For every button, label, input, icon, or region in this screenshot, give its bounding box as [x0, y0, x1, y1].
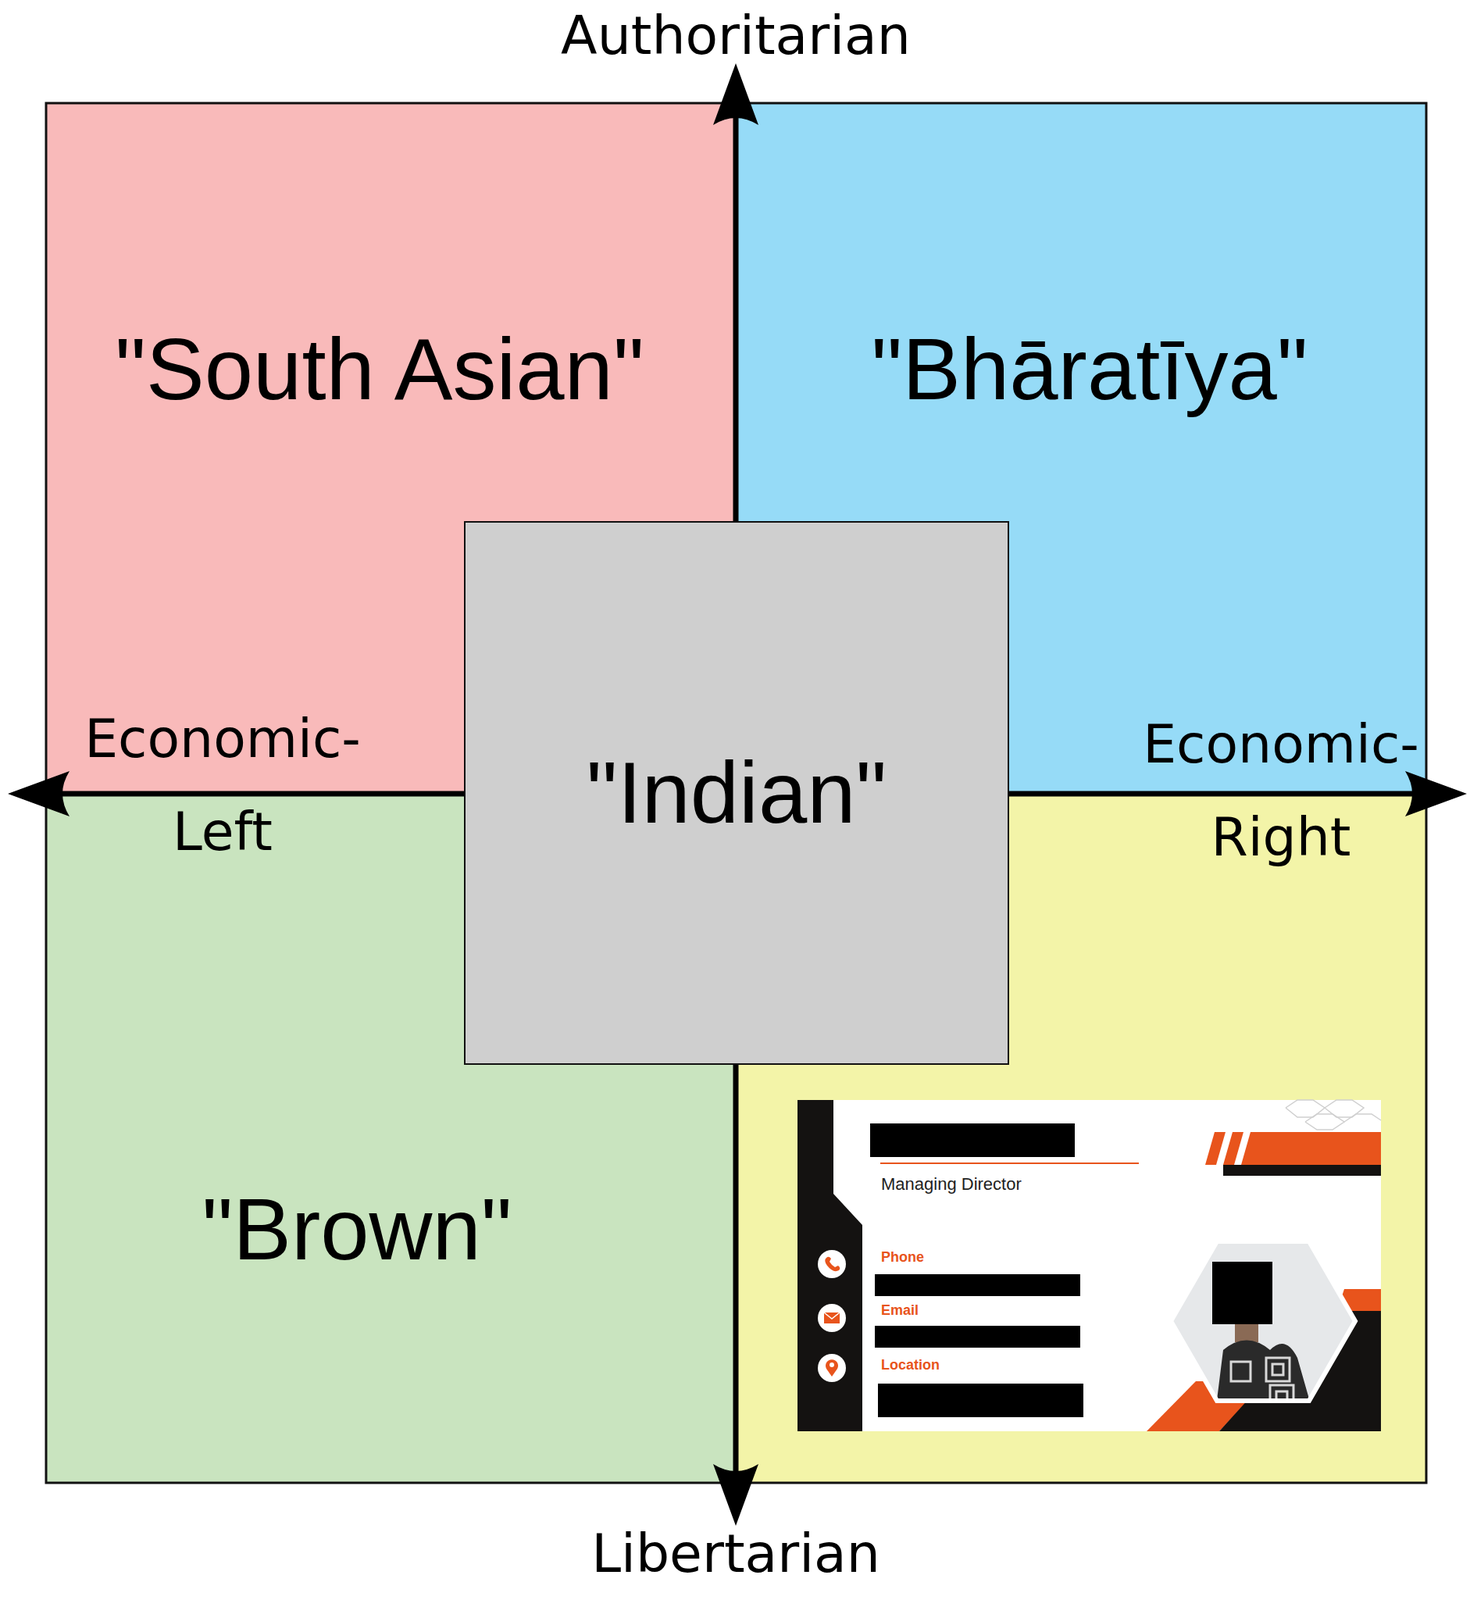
portrait [1164, 1232, 1368, 1413]
email-icon [817, 1303, 846, 1332]
portrait-ground [1164, 1232, 1368, 1413]
node-text: "Indian" [586, 742, 888, 844]
orange-stripe [1223, 1131, 1244, 1165]
node-text: "Bhāratīya" [871, 319, 1309, 421]
field-label: Phone [881, 1248, 925, 1267]
axis-label: Libertarian [591, 1521, 881, 1586]
business-card [797, 1099, 1381, 1431]
job-title: Managing Director [881, 1173, 1022, 1195]
black-band [1223, 1164, 1381, 1176]
quadrant-label: "Bhāratīya" [856, 311, 1324, 429]
portrait-frame [1170, 1241, 1356, 1401]
location-icon [817, 1353, 846, 1382]
pattern-square [1266, 1357, 1290, 1381]
orange-stripe [1205, 1131, 1226, 1165]
contact-icons [817, 1249, 846, 1382]
email-glyph [824, 1312, 840, 1324]
center-box: "Indian" [463, 520, 1010, 1065]
face-redaction [1212, 1261, 1273, 1324]
axis-label: Authoritarian [560, 3, 911, 68]
redaction-bar [874, 1273, 1081, 1296]
card-ground [797, 1099, 1381, 1431]
field-label: Location [881, 1356, 940, 1374]
field-label: Email [881, 1302, 919, 1320]
arrow-head [7, 770, 70, 817]
phone-glyph [824, 1256, 840, 1271]
arrow-head [713, 63, 759, 125]
quadrant-label: "South Asian" [99, 311, 661, 429]
card-side-bar [797, 1099, 863, 1431]
phone-icon [817, 1249, 846, 1278]
hex-cell [1305, 1113, 1345, 1130]
redaction-bar [874, 1325, 1081, 1348]
redaction-bar [870, 1123, 1075, 1157]
axis-label: Economic- Left [78, 692, 368, 878]
redaction-bar [877, 1383, 1084, 1417]
axis-label: Economic- Right [1120, 697, 1442, 884]
location-glyph [829, 1362, 835, 1367]
hex-pattern [1285, 1099, 1381, 1130]
arrow-head [1405, 770, 1467, 817]
orange-band [1241, 1131, 1381, 1165]
node-text: "South Asian" [114, 319, 644, 421]
business-card-text: Managing DirectorPhoneEmailLocation [797, 1099, 1381, 1431]
pattern-square [1230, 1361, 1251, 1381]
name-underline [880, 1162, 1139, 1164]
email-glyph [824, 1312, 840, 1319]
location-glyph [825, 1359, 839, 1377]
pattern-square [1272, 1363, 1284, 1375]
hex-cell [1344, 1113, 1381, 1122]
arrow-head [713, 1463, 759, 1526]
node-text: "Brown" [202, 1179, 513, 1281]
quadrant-label: "Brown" [186, 1171, 529, 1289]
pattern-square [1270, 1384, 1294, 1409]
